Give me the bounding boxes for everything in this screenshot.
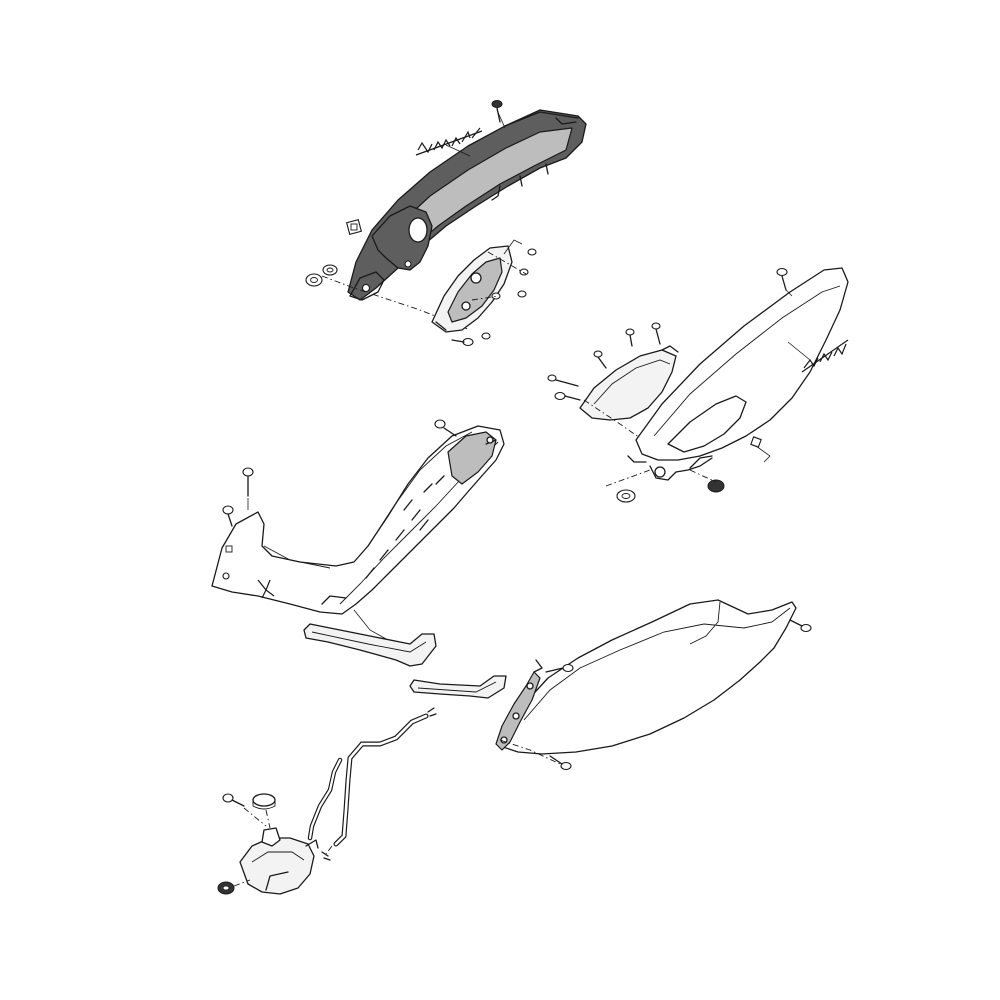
upper-side-cover xyxy=(305,100,587,331)
clip-icon xyxy=(750,436,762,448)
leg-shield-frame xyxy=(211,419,505,641)
screw-icon xyxy=(222,793,245,807)
washer-icon xyxy=(322,264,338,276)
screw-icon xyxy=(545,663,574,673)
screw-icon xyxy=(789,619,812,633)
yamaha-logo-icon xyxy=(257,579,275,599)
nmax-emblem-icon xyxy=(801,339,849,373)
right-side-cover xyxy=(605,267,849,503)
bolt-icon xyxy=(554,391,581,401)
lower-side-cover xyxy=(495,599,812,771)
hose-clip-icon xyxy=(321,851,331,861)
screw-icon xyxy=(549,755,572,771)
screw-icon xyxy=(776,267,788,291)
screw-icon xyxy=(625,328,635,347)
right-inner-panel xyxy=(547,322,679,439)
grommet-icon xyxy=(707,479,725,493)
screw-icon xyxy=(651,322,661,345)
floor-trim-strip xyxy=(303,623,437,667)
upper-inner-bracket xyxy=(431,239,537,347)
screw-icon xyxy=(242,467,254,497)
grommet-icon xyxy=(217,881,235,895)
lower-trim-strip xyxy=(409,675,507,699)
breather-hose xyxy=(307,707,437,861)
washer-icon xyxy=(616,489,636,503)
reservoir-tank xyxy=(217,793,319,895)
screw-icon xyxy=(434,419,457,437)
bolt-icon xyxy=(451,337,474,347)
hose-clip-icon xyxy=(427,707,437,717)
tank-cap-icon xyxy=(252,793,276,810)
screw-icon xyxy=(593,350,607,369)
screw-icon xyxy=(222,505,234,527)
nmax-emblem-icon xyxy=(415,127,483,156)
screw-icon xyxy=(547,374,579,387)
clip-nut-icon xyxy=(345,218,363,236)
grommet-icon xyxy=(305,273,323,287)
